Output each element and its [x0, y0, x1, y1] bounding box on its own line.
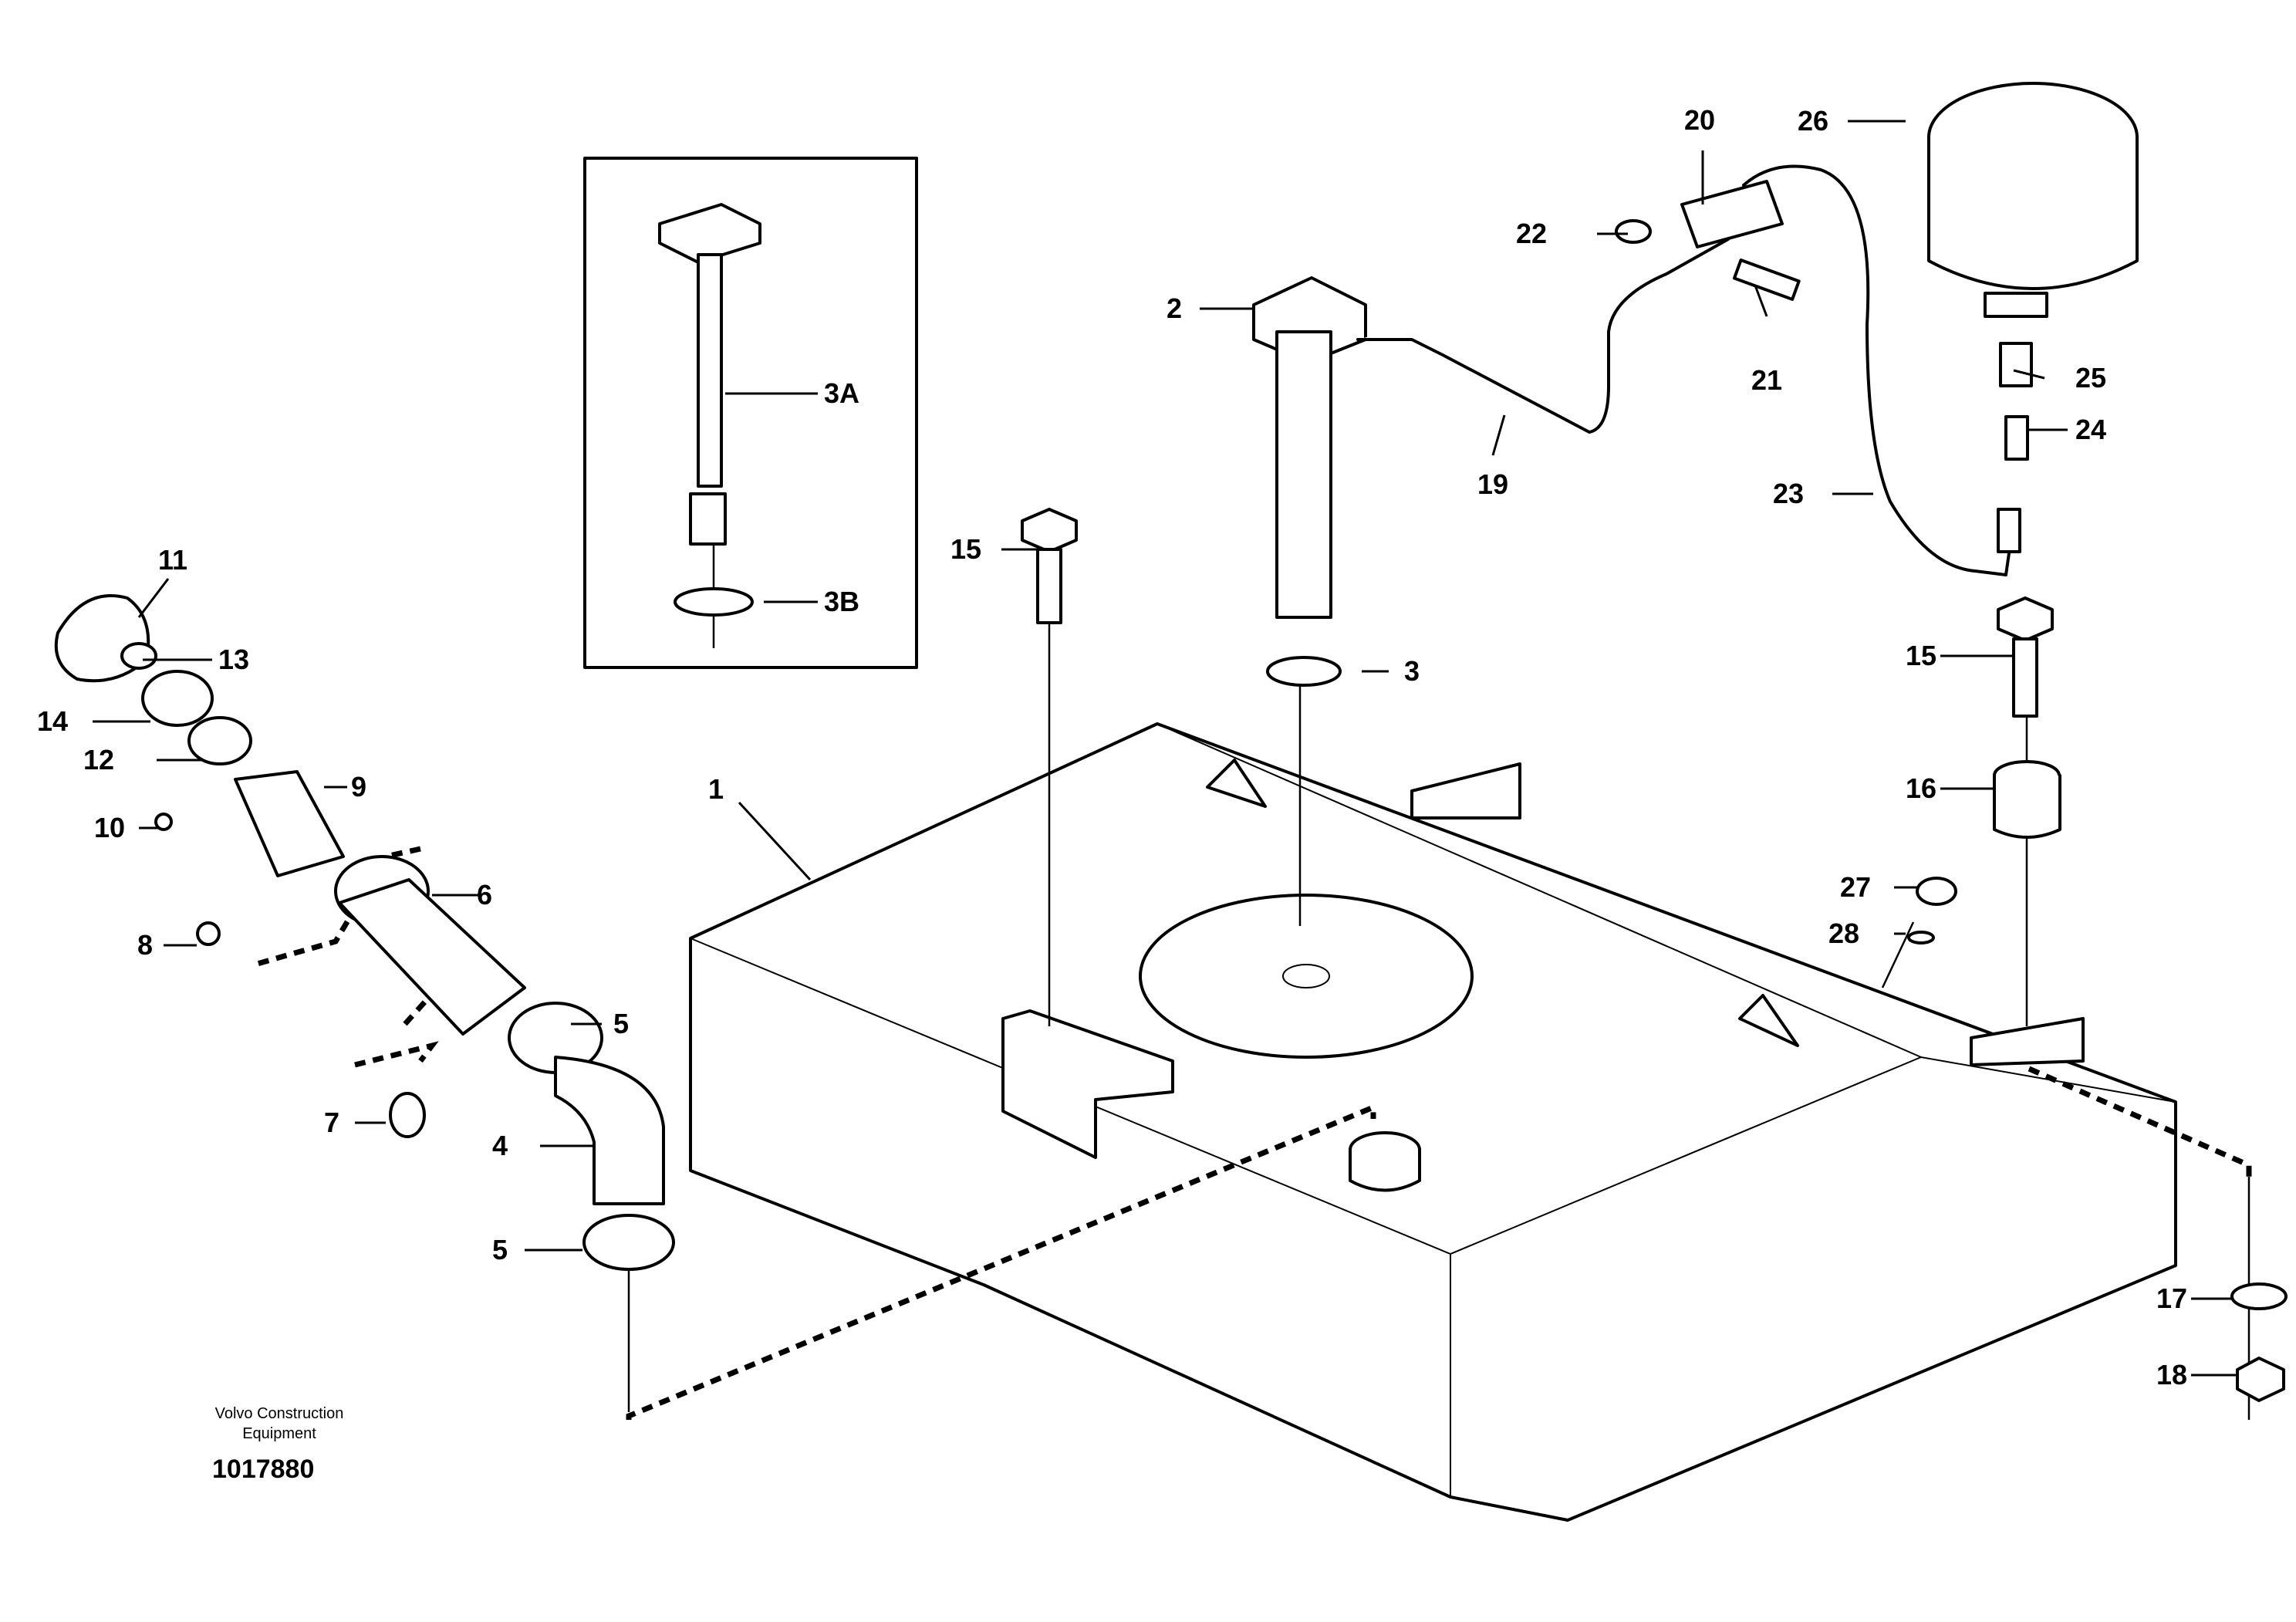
callout-12: 12 [83, 744, 114, 776]
callout-5-upper: 5 [613, 1008, 629, 1039]
callout-3: 3 [1404, 655, 1420, 687]
leader-lines [93, 120, 2237, 1377]
washer-17-nut-18 [2230, 1282, 2288, 1402]
callout-28: 28 [1828, 917, 1859, 949]
callout-3a: 3A [824, 377, 859, 409]
callout-6: 6 [477, 879, 492, 911]
callout-5-lower: 5 [492, 1234, 508, 1265]
callout-22: 22 [1516, 218, 1547, 249]
fuel-tank [689, 722, 2177, 1522]
callout-26: 26 [1798, 105, 1828, 137]
callout-15-left: 15 [950, 533, 981, 565]
plug-27-seal-28 [1907, 877, 1957, 944]
callout-21: 21 [1751, 364, 1782, 396]
breather-hoses [1356, 82, 2139, 576]
callout-20: 20 [1684, 104, 1715, 136]
callout-19: 19 [1477, 468, 1508, 500]
bolt-15-left [1021, 508, 1078, 624]
drawing-footer: Volvo Construction Equipment 1017880 [212, 1405, 343, 1484]
maker-line-1: Volvo Construction [215, 1405, 344, 1422]
callout-7: 7 [324, 1107, 339, 1138]
callout-11: 11 [158, 544, 187, 576]
callouts: 1 2 3 3A 3B 4 5 5 6 7 8 9 10 11 12 13 14… [37, 104, 2187, 1391]
callout-1: 1 [708, 773, 724, 805]
callout-13: 13 [218, 644, 249, 675]
callout-24: 24 [2075, 414, 2106, 445]
bolt-15-spacer-16-right [1993, 596, 2061, 839]
fuel-sender-unit [1252, 276, 1367, 687]
callout-25: 25 [2075, 362, 2106, 394]
callout-3b: 3B [824, 586, 859, 617]
callout-8: 8 [137, 929, 153, 961]
inset-box [583, 157, 918, 669]
callout-10: 10 [94, 812, 125, 843]
callout-23: 23 [1773, 478, 1804, 509]
callout-18: 18 [2156, 1359, 2187, 1391]
callout-4: 4 [492, 1130, 508, 1161]
drawing-number: 1017880 [212, 1455, 314, 1484]
callout-16: 16 [1906, 772, 1936, 804]
callout-15-right: 15 [1906, 640, 1936, 671]
maker-line-2: Equipment [242, 1425, 316, 1442]
filler-assembly [54, 594, 675, 1271]
callout-17: 17 [2156, 1282, 2187, 1314]
callout-27: 27 [1840, 871, 1871, 903]
callout-9: 9 [351, 771, 366, 803]
callout-14: 14 [37, 705, 68, 737]
callout-2: 2 [1167, 292, 1182, 324]
